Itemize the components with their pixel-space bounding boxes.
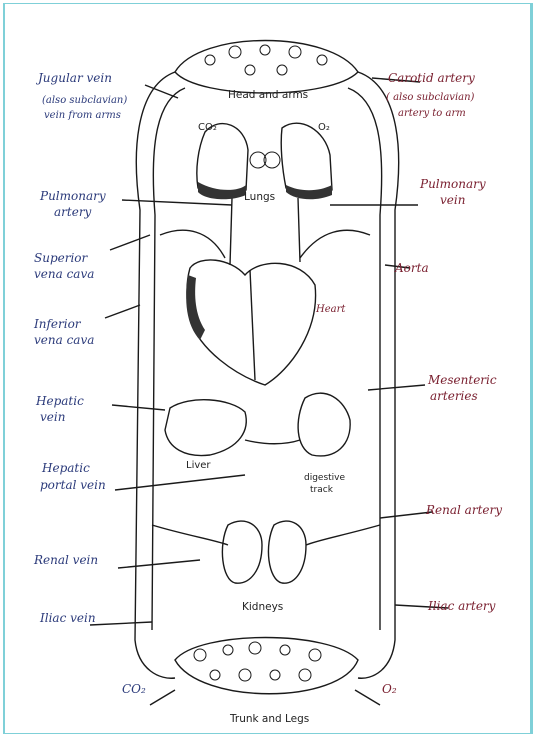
label-o2-lung: O₂ [318,122,330,133]
label-inferior-vena-cava-1: Inferior [33,317,82,331]
outer-artery-loop-right [358,72,399,678]
label-jugular-vein-sub1: (also subclavian) [42,95,127,106]
label-hepatic-vein-1: Hepatic [35,394,84,408]
label-superior-vena-cava-2: vena cava [34,267,94,281]
label-kidneys: Kidneys [242,601,283,613]
label-mesenteric-arteries-1: Mesenteric [427,373,497,387]
label-carotid-artery-sub2: artery to arm [398,108,466,119]
label-pulmonary-artery-2: artery [54,205,92,219]
lung-left [197,124,248,196]
heart-outline [187,260,316,385]
label-renal-artery: Renal artery [425,503,502,517]
label-iliac-artery: Iliac artery [427,599,496,613]
label-trunk-and-legs: Trunk and Legs [229,713,309,725]
label-pulmonary-vein-2: vein [440,193,465,207]
kidney-left [222,521,262,583]
liver-outline [165,400,246,456]
label-lungs: Lungs [244,191,275,203]
label-superior-vena-cava-1: Superior [34,251,89,265]
label-co2-lung: CO₂ [198,122,217,133]
outer-vein-loop-left [135,72,175,678]
digestive-tract-outline [298,393,350,456]
label-jugular-vein: Jugular vein [35,71,112,85]
label-mesenteric-arteries-2: arteries [430,389,478,403]
kidney-right [268,521,306,583]
label-co2-bottom: CO₂ [122,682,146,696]
label-inferior-vena-cava-2: vena cava [34,333,94,347]
label-carotid-artery: Carotid artery [388,71,475,85]
label-aorta: Aorta [394,261,429,275]
label-digestive: digestive [304,473,346,483]
label-iliac-vein: Iliac vein [39,611,96,625]
label-head-and-arms: Head and arms [228,89,308,101]
head-capillary-bed [175,41,358,94]
label-o2-bottom: O₂ [382,682,397,696]
label-pulmonary-vein-1: Pulmonary [419,177,486,191]
label-carotid-artery-sub1: ( also subclavian) [386,92,475,103]
label-jugular-vein-sub2: vein from arms [44,110,121,121]
label-hepatic-portal-vein-1: Hepatic [41,461,90,475]
lung-right [281,123,332,195]
label-liver: Liver [186,460,211,471]
label-heart: Heart [315,304,346,315]
label-pulmonary-artery-1: Pulmonary [39,189,106,203]
label-renal-vein: Renal vein [33,553,98,567]
trunk-capillary-bed [175,638,358,694]
label-hepatic-portal-vein-2: portal vein [40,478,106,492]
label-hepatic-vein-2: vein [40,410,65,424]
label-track: track [310,485,334,495]
